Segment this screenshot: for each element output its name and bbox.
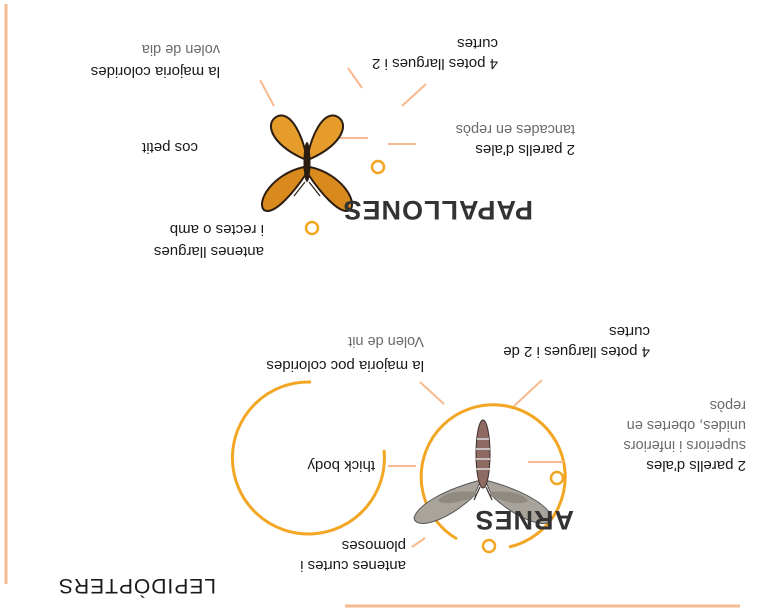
papallones-colors-label: la majoria colorides	[90, 63, 220, 80]
moth-antenna-left	[485, 486, 493, 501]
butterfly-right-upper-wing	[261, 165, 308, 212]
butterfly-left-lower-wing	[306, 114, 345, 161]
moth-icon	[413, 419, 553, 524]
arnes-antennae-label-2: plomoses	[341, 537, 406, 554]
moth-antenna-right	[473, 486, 481, 501]
arnes-wings-label-4: repòs	[709, 397, 746, 413]
arnes-activity-label: Volen de nit	[348, 333, 424, 349]
arnes-wings-label-2: superiors i inferiors	[623, 437, 747, 453]
papallones-activity-label: volen de dia	[141, 41, 220, 57]
arnes-colors-connector	[419, 381, 445, 405]
papallones-legs-connector	[347, 67, 363, 89]
page-title: LEPIDÒPTERS	[57, 574, 216, 597]
arnes-heading: ARNES	[474, 505, 574, 535]
arnes-legs-label: 4 potes llargues i 2 de	[503, 343, 650, 360]
papallones-antennae-label-2: i rectes o amb	[169, 221, 264, 238]
papallones-wings-note-label: tancades en repòs	[455, 121, 575, 137]
papallones-legs-label: 4 potes llargues i 2	[372, 55, 498, 72]
papallones-arc	[230, 380, 386, 536]
arnes-legs-label-2: curtes	[609, 323, 650, 340]
arnes-colors-label: la majoria poc colorides	[266, 357, 424, 374]
butterfly-left-upper-wing	[306, 165, 353, 212]
arnes-antennae-connector	[411, 537, 426, 548]
papallones-antennae-connector	[401, 83, 427, 107]
arnes-arc-start-dot	[481, 538, 497, 554]
papallones-arc-end-dot	[370, 159, 386, 175]
arnes-arc-end-dot	[549, 470, 565, 486]
papallones-wings-label: 2 parells d'ales	[475, 141, 575, 158]
butterfly-body	[303, 142, 311, 182]
arnes-wings-label-3: unides, obertes en	[626, 417, 746, 433]
arnes-body-label: thick body	[307, 457, 375, 474]
papallones-legs-label-2: curtes	[457, 35, 498, 52]
moth-left-hindwing	[490, 491, 528, 504]
moth-right-hindwing	[438, 491, 476, 504]
moth-body	[475, 419, 491, 489]
papallones-body-label: cos petit	[142, 139, 198, 156]
papallones-arc-start-dot	[304, 220, 320, 236]
papallones-antennae-label: antenes llargues	[153, 243, 264, 260]
arnes-legs-connector	[513, 379, 543, 407]
arnes-antennae-label: antenes curtes i	[300, 557, 406, 574]
butterfly-icon	[261, 114, 353, 212]
arnes-wings-label: 2 parells d'ales	[646, 457, 746, 474]
papallones-heading: PAPALLONES	[342, 195, 533, 225]
arnes-arc	[419, 403, 567, 549]
butterfly-right-lower-wing	[269, 114, 308, 161]
butterfly-antenna-right	[293, 181, 306, 197]
butterfly-antenna-left	[308, 181, 321, 197]
papallones-colors-connector	[259, 79, 275, 107]
